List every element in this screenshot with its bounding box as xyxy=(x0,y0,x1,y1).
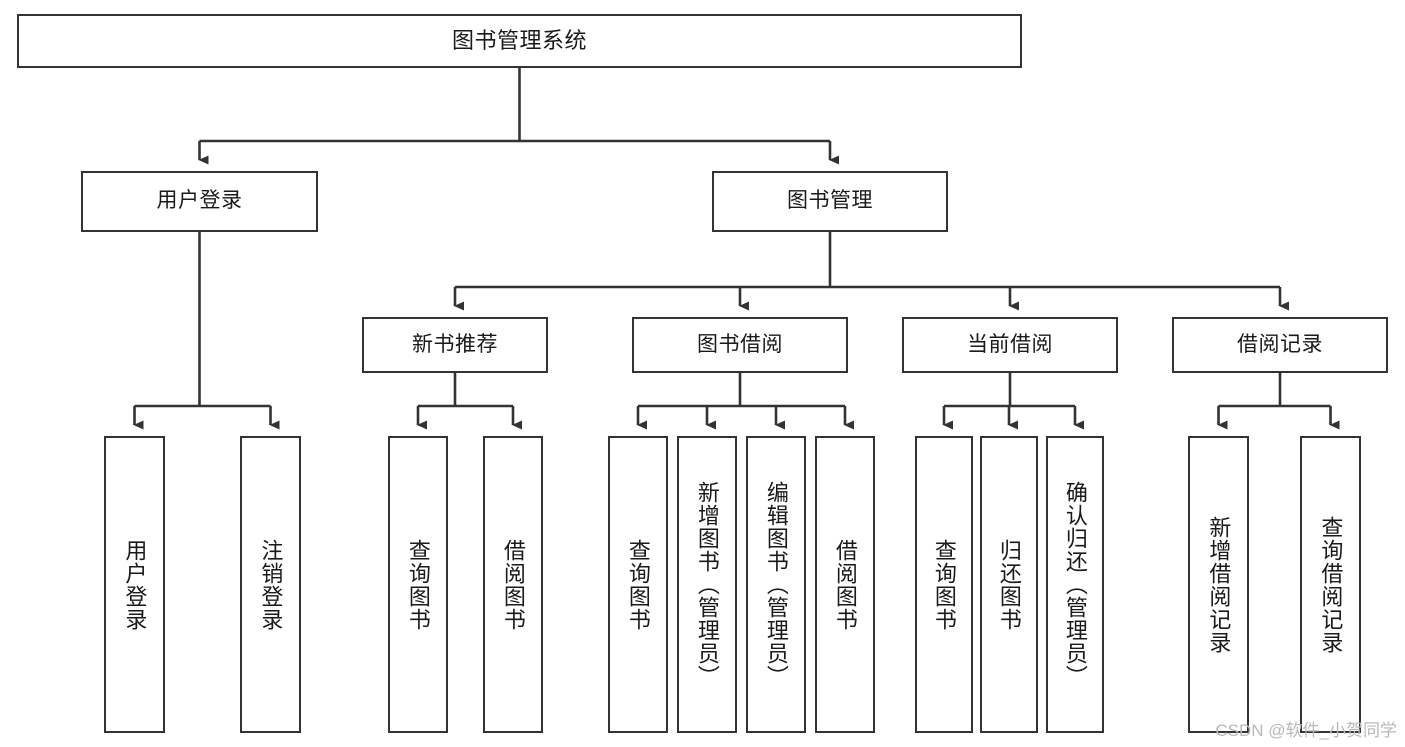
node-book-manage[interactable]: 图书管理 xyxy=(712,171,948,232)
node-leaf-query-book-1-label: 查询图书 xyxy=(405,538,431,631)
node-leaf-query-book-2-label: 查询图书 xyxy=(625,538,651,631)
node-leaf-edit-book[interactable]: 编辑图书（管理员） xyxy=(746,436,806,733)
node-leaf-borrow-book-1-label: 借阅图书 xyxy=(500,538,526,631)
node-leaf-edit-book-label: 编辑图书（管理员） xyxy=(763,481,789,688)
node-book-borrow-label: 图书借阅 xyxy=(697,332,783,356)
node-new-book-rec-label: 新书推荐 xyxy=(412,332,498,356)
node-leaf-add-record-label: 新增借阅记录 xyxy=(1206,515,1232,654)
node-leaf-borrow-book-2-label: 借阅图书 xyxy=(832,538,858,631)
node-leaf-query-book-3[interactable]: 查询图书 xyxy=(915,436,973,733)
watermark: CSDN @软件_小贺同学 xyxy=(1215,721,1397,740)
node-user-login-label: 用户登录 xyxy=(156,189,243,213)
node-current-borrow-label: 当前借阅 xyxy=(967,332,1053,356)
node-leaf-user-login[interactable]: 用户登录 xyxy=(104,436,165,733)
node-leaf-query-record[interactable]: 查询借阅记录 xyxy=(1300,436,1361,733)
node-leaf-return-book[interactable]: 归还图书 xyxy=(980,436,1038,733)
node-leaf-user-login-label: 用户登录 xyxy=(122,538,148,631)
node-leaf-query-record-label: 查询借阅记录 xyxy=(1318,515,1344,654)
node-leaf-add-book-label: 新增图书（管理员） xyxy=(694,481,720,688)
node-book-borrow[interactable]: 图书借阅 xyxy=(632,317,848,373)
node-leaf-add-record[interactable]: 新增借阅记录 xyxy=(1188,436,1249,733)
node-root-label: 图书管理系统 xyxy=(451,28,587,54)
node-leaf-query-book-3-label: 查询图书 xyxy=(931,538,957,631)
node-new-book-rec[interactable]: 新书推荐 xyxy=(362,317,548,373)
node-leaf-user-logout[interactable]: 注销登录 xyxy=(240,436,301,733)
node-leaf-borrow-book-2[interactable]: 借阅图书 xyxy=(815,436,875,733)
node-leaf-confirm-return-label: 确认归还（管理员） xyxy=(1062,481,1088,688)
node-leaf-return-book-label: 归还图书 xyxy=(996,538,1022,631)
node-current-borrow[interactable]: 当前借阅 xyxy=(902,317,1118,373)
node-book-manage-label: 图书管理 xyxy=(787,189,873,213)
node-leaf-user-logout-label: 注销登录 xyxy=(258,538,284,631)
node-borrow-record-label: 借阅记录 xyxy=(1237,332,1323,356)
node-user-login[interactable]: 用户登录 xyxy=(81,171,318,232)
node-leaf-query-book-1[interactable]: 查询图书 xyxy=(388,436,448,733)
node-borrow-record[interactable]: 借阅记录 xyxy=(1172,317,1388,373)
node-leaf-confirm-return[interactable]: 确认归还（管理员） xyxy=(1046,436,1104,733)
node-leaf-add-book[interactable]: 新增图书（管理员） xyxy=(677,436,737,733)
node-leaf-borrow-book-1[interactable]: 借阅图书 xyxy=(483,436,543,733)
node-leaf-query-book-2[interactable]: 查询图书 xyxy=(608,436,668,733)
node-root[interactable]: 图书管理系统 xyxy=(17,14,1022,68)
